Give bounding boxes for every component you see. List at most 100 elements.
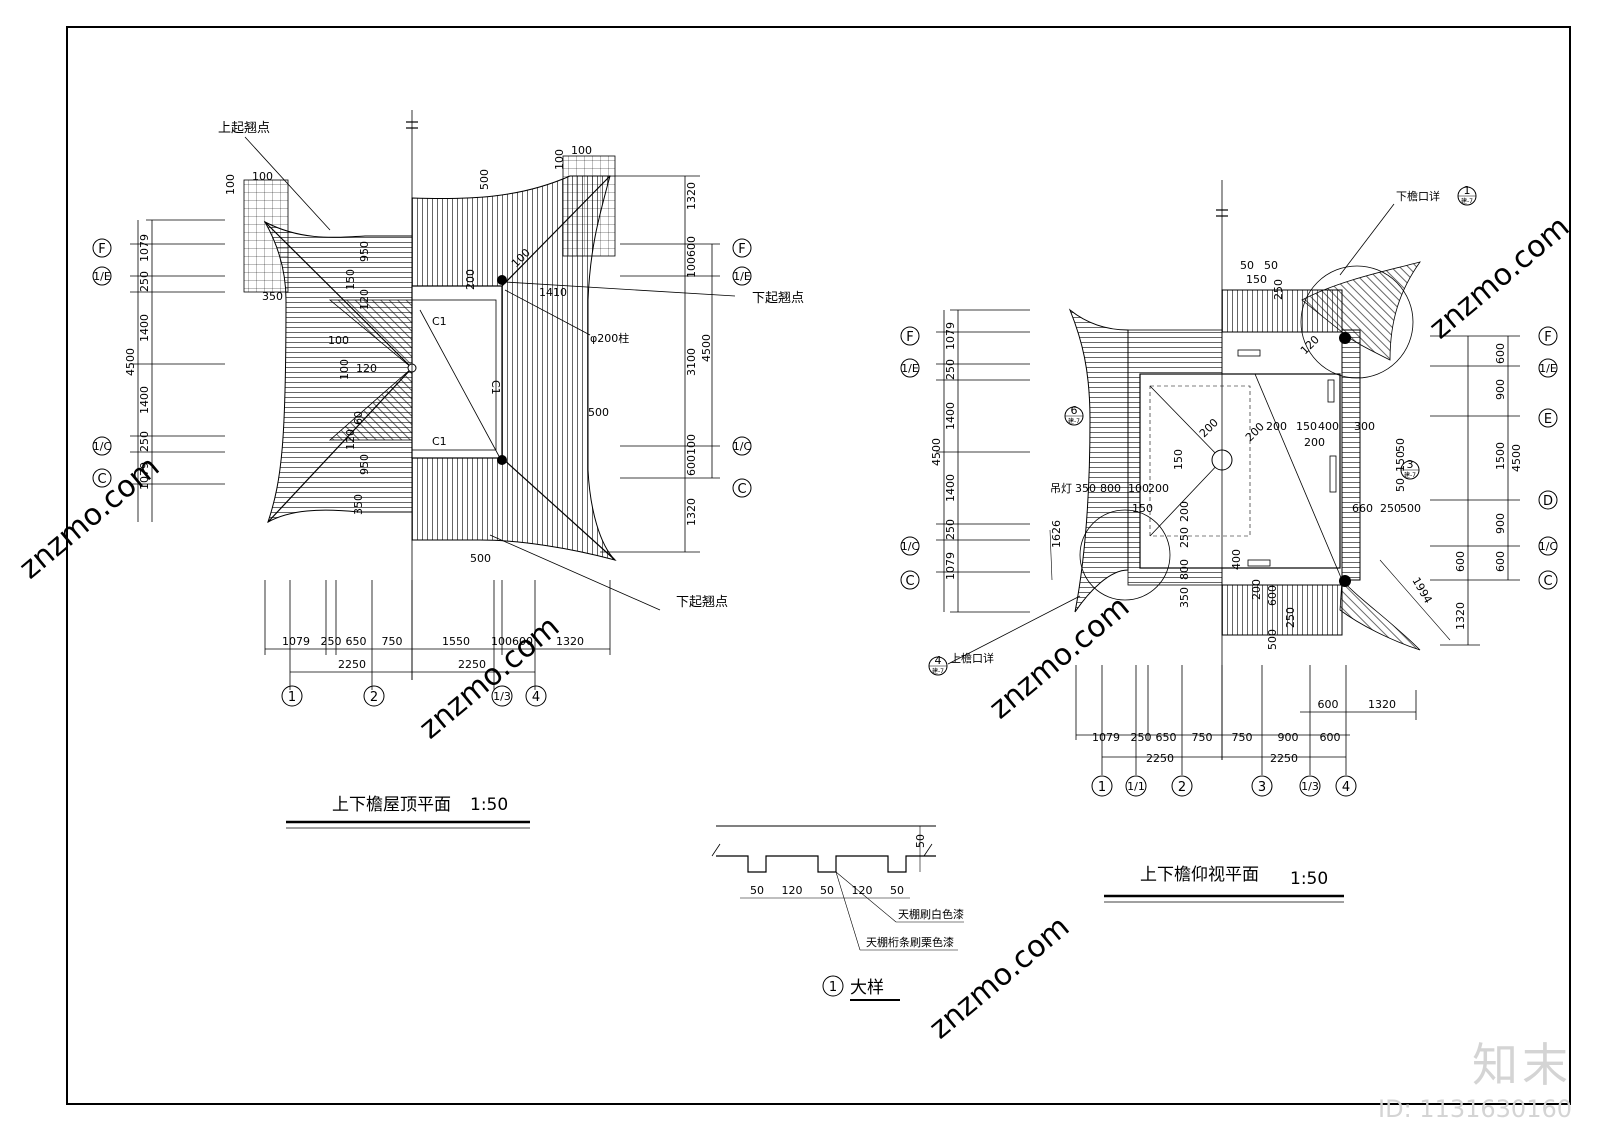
dim: 1400 [138, 314, 151, 342]
dim: 50 [1264, 259, 1278, 272]
dim: 900 [1278, 731, 1299, 744]
axis-label: 1/E [1539, 362, 1557, 375]
axis-label: 1/C [733, 440, 752, 453]
label-down-point-2: 下起翘点 [676, 595, 728, 610]
sheet-border [66, 26, 1571, 1105]
soffit-interior [1139, 373, 1341, 569]
dim: 2250 [1146, 752, 1174, 765]
detail-1: 50 50 120 50 120 50 天棚刷白色漆 天棚桁条刷栗色漆 1 大样 [711, 825, 964, 1001]
dim: 750 [1232, 731, 1253, 744]
axis-bubble [491, 685, 513, 707]
dim: 1079 [138, 462, 151, 490]
label-c1-top: C1 [432, 315, 447, 328]
bottom-dims [264, 580, 611, 690]
dim: 1320 [556, 635, 584, 648]
dim: 50 [1394, 438, 1407, 452]
bottom-dims [1075, 665, 1417, 775]
axis-bubble [92, 266, 112, 286]
detail-section-profile [716, 855, 936, 873]
axis-label: F [1544, 330, 1551, 345]
axis-bubble [1251, 775, 1273, 797]
axis-label: D [1543, 494, 1553, 509]
axis-label: C [905, 574, 914, 589]
axis-bubble [1538, 570, 1558, 590]
dim: 200 [464, 269, 477, 290]
dim: 100 [553, 149, 566, 170]
watermark-id: ID: 1131630160 [1378, 1095, 1572, 1123]
axis-bubble [1335, 775, 1357, 797]
roof-opening [411, 285, 503, 459]
axis-bubble [900, 358, 920, 378]
axis-bubble [92, 436, 112, 456]
dim: 100600 [491, 635, 533, 648]
dim: 400 [1318, 420, 1339, 433]
dim: 1320 [685, 498, 698, 526]
axis-bubble [900, 326, 920, 346]
dim: 200 [1148, 482, 1169, 495]
label-upper-eave-detail: 上檐口详 [950, 651, 994, 665]
dim: 150 [1172, 449, 1185, 470]
right-vertical-dims [1430, 335, 1520, 646]
axis-label: 4 [532, 690, 540, 705]
column-marker-top [1339, 332, 1351, 344]
axis-bubble [900, 570, 920, 590]
ref-number: 3 [1407, 458, 1414, 471]
dim: 800 [1178, 559, 1191, 580]
axis-bubble [1299, 775, 1321, 797]
roof-wing-right [411, 175, 617, 561]
dim: 1626 [1050, 520, 1063, 548]
soffit-plan: 下檐口详 1 建-7 吊灯 上檐口详 4 建-7 6 建-7 3 建-7 50 … [900, 180, 1558, 903]
axis-label: 1 [288, 690, 296, 705]
soffit-eave-right [1341, 329, 1361, 581]
axis-label: C [737, 482, 746, 497]
ref-sheet: 建-7 [1404, 471, 1416, 479]
dim: 350 [1178, 587, 1191, 608]
dim: 200 [1178, 501, 1191, 522]
axis-label: 1/E [901, 362, 919, 375]
dim: 150 [1296, 420, 1317, 433]
soffit-plan-scale: 1:50 [1290, 869, 1328, 889]
dim: 1400 [944, 402, 957, 430]
dim: 4500 [930, 438, 943, 466]
dim: 200 [1266, 420, 1287, 433]
dim: 400 [1230, 549, 1243, 570]
label-c1-side: C1 [489, 380, 502, 395]
dim: 100 [224, 174, 237, 195]
ref-sheet: 建-7 [932, 667, 944, 675]
dim: 750 [1192, 731, 1213, 744]
dim: 120 [358, 289, 371, 310]
axis-bubble [900, 536, 920, 556]
axis-label: F [98, 242, 105, 257]
axis-bubble [363, 685, 385, 707]
dim: 250 [138, 431, 151, 452]
detail-callout-circle [1300, 265, 1414, 379]
axis-bubble [1125, 775, 1147, 797]
dim: 150 [1132, 502, 1153, 515]
dim: 500 [588, 406, 609, 419]
label-c1-bottom: C1 [432, 435, 447, 448]
dim: 1079 [944, 322, 957, 350]
dim: 120 [1298, 333, 1322, 357]
soffit-plan-title: 上下檐仰视平面 [1140, 865, 1259, 885]
dim: 50 [820, 884, 834, 897]
dim: 600 [1494, 551, 1507, 572]
dim: 50 [914, 834, 927, 848]
axis-bubble [281, 685, 303, 707]
dim: 1079 [1092, 731, 1120, 744]
dim: 650 [346, 635, 367, 648]
dim: 100600 [685, 236, 698, 278]
dim: 3100 [685, 348, 698, 376]
axis-bubble [92, 238, 112, 258]
column-marker-top [497, 275, 507, 285]
detail-note-1: 天棚刷白色漆 [898, 907, 964, 921]
dim: 1320 [1454, 602, 1467, 630]
dim: 900 [1494, 379, 1507, 400]
axis-label: C [97, 472, 106, 487]
left-vertical-dims [936, 309, 1030, 613]
ref-number: 4 [935, 654, 942, 667]
detail-note-2: 天棚桁条刷栗色漆 [866, 935, 954, 949]
axis-bubble [525, 685, 547, 707]
dim: 800 [1100, 482, 1121, 495]
dim: 4500 [700, 334, 713, 362]
dim: 600100 [685, 434, 698, 476]
